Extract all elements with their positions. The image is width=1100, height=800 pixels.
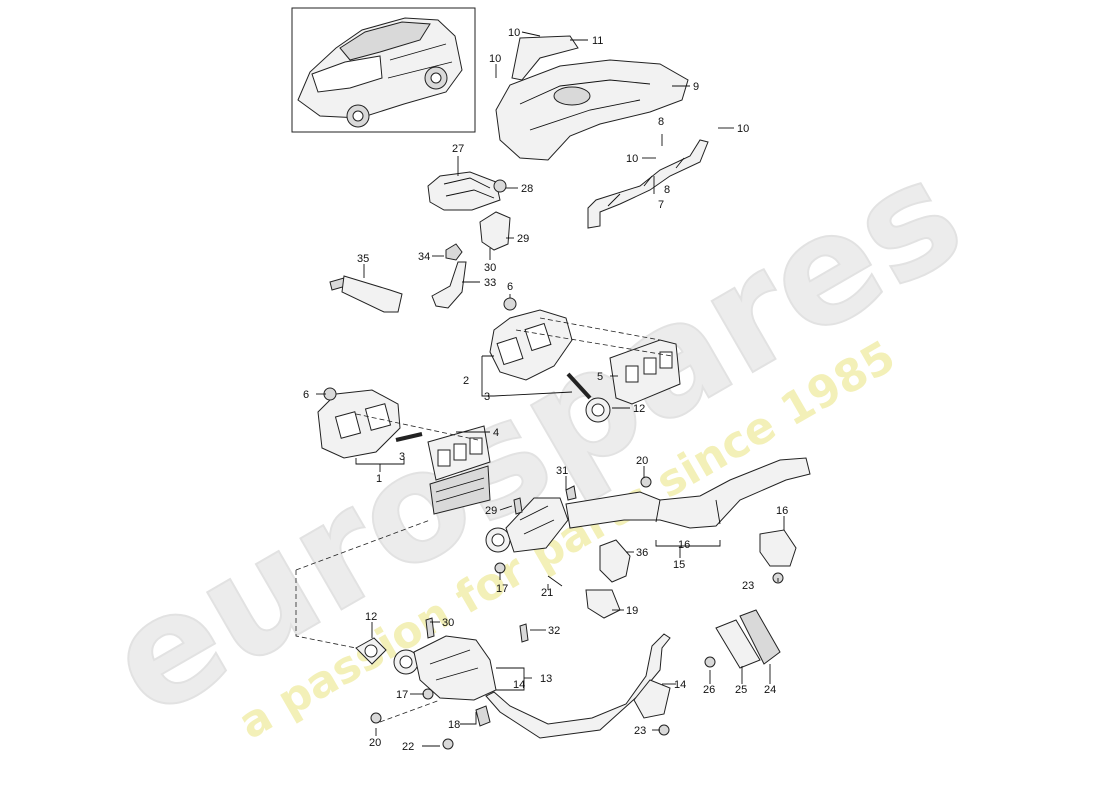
label-24: 24 — [764, 684, 776, 696]
label-30-a: 30 — [484, 262, 496, 274]
label-22: 22 — [402, 741, 414, 753]
sealant-tube — [329, 275, 403, 313]
label-31: 31 — [556, 465, 568, 477]
label-16-b: 16 — [678, 539, 690, 551]
label-34: 34 — [418, 251, 430, 263]
label-10-b: 10 — [489, 53, 501, 65]
label-4: 4 — [493, 427, 499, 439]
label-5: 5 — [597, 371, 603, 383]
label-36: 36 — [636, 547, 648, 559]
label-10-a: 10 — [508, 27, 520, 39]
label-20-b: 20 — [369, 737, 381, 749]
watermark-brand: eurospares — [81, 126, 989, 751]
label-17-b: 17 — [396, 689, 408, 701]
wire-holder — [427, 171, 511, 251]
label-19: 19 — [626, 605, 638, 617]
heat-shield — [495, 35, 689, 161]
vehicle-thumbnail — [291, 7, 476, 133]
label-23-b: 23 — [634, 725, 646, 737]
label-10-d: 10 — [626, 153, 638, 165]
label-12-b: 12 — [365, 611, 377, 623]
label-33: 33 — [484, 277, 496, 289]
label-26: 26 — [703, 684, 715, 696]
label-1: 1 — [376, 473, 382, 485]
label-3-b: 3 — [399, 451, 405, 463]
label-9: 9 — [693, 81, 699, 93]
leader-lines — [316, 31, 785, 747]
heat-shield-plates — [704, 609, 781, 669]
label-17-a: 17 — [496, 583, 508, 595]
label-11: 11 — [592, 35, 603, 47]
label-16-a: 16 — [776, 505, 788, 517]
bracket — [587, 139, 709, 229]
watermark: eurospares a passion for parts since 198… — [80, 125, 990, 752]
label-29-a: 29 — [517, 233, 529, 245]
label-20-a: 20 — [636, 455, 648, 467]
label-12-a: 12 — [633, 403, 645, 415]
label-30-b: 30 — [442, 617, 454, 629]
label-25: 25 — [735, 684, 747, 696]
label-23-a: 23 — [742, 580, 754, 592]
label-13: 13 — [540, 673, 552, 685]
label-8-b: 8 — [664, 184, 670, 196]
support-bracket — [431, 243, 467, 309]
label-29-b: 29 — [485, 505, 497, 517]
label-32: 32 — [548, 625, 560, 637]
label-15: 15 — [673, 559, 685, 571]
label-7: 7 — [658, 199, 664, 211]
label-6-a: 6 — [507, 281, 513, 293]
label-18: 18 — [448, 719, 460, 731]
label-3-a: 3 — [484, 391, 490, 403]
label-6-b: 6 — [303, 389, 309, 401]
label-8-a: 8 — [658, 116, 664, 128]
label-27: 27 — [452, 143, 464, 155]
lower-catalyst — [355, 617, 671, 750]
label-10-c: 10 — [737, 123, 749, 135]
label-14-a: 14 — [513, 679, 525, 691]
label-35: 35 — [357, 253, 369, 265]
part-labels: 10 11 10 9 8 10 10 8 7 27 28 29 30 34 33… — [303, 27, 788, 753]
assembly-lines — [295, 317, 673, 723]
manifold-right — [489, 297, 681, 423]
label-21: 21 — [541, 587, 553, 599]
label-14-b: 14 — [674, 679, 686, 691]
manifold-left — [317, 387, 491, 515]
label-2: 2 — [463, 375, 469, 387]
label-28: 28 — [521, 183, 533, 195]
